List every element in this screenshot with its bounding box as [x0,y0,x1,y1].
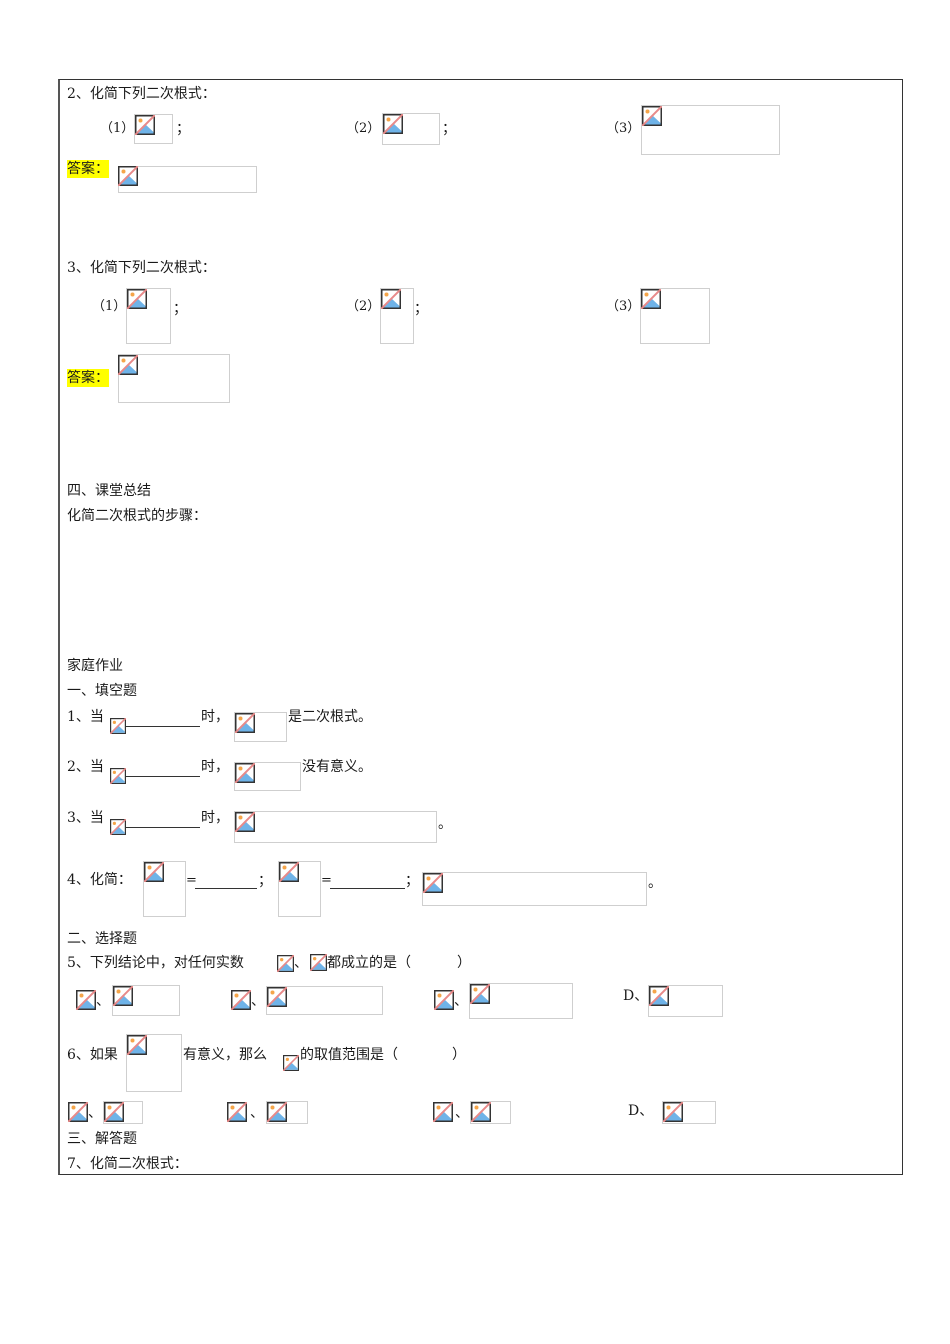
q6-option-b-sep: 、 [250,1105,264,1121]
broken-image-icon [471,1102,491,1122]
broken-image-icon [277,955,294,972]
q5-option-a-sep: 、 [96,993,110,1009]
q3-item1-suffix: ； [173,301,187,317]
q5-option-b-sep: 、 [251,993,265,1009]
hw-q1-mid: 时， [201,709,229,725]
broken-image-icon [235,763,255,783]
broken-image-icon [423,873,443,893]
q2-answer-image [118,166,257,193]
broken-image-icon [470,984,490,1004]
q3-item2-label: （2） [346,299,381,314]
hw-q3-suffix: 。 [438,816,452,832]
hw-q2-suffix: 没有意义。 [302,759,372,775]
q5-sep: 、 [294,955,308,971]
hw-q4-blank1[interactable] [195,874,257,889]
hw-q3-mid: 时， [201,810,229,826]
broken-image-icon [127,1035,147,1055]
broken-image-icon [663,1102,683,1122]
q2-item2-label: （2） [346,121,381,136]
hw-q2-blank[interactable] [126,762,200,777]
summary-heading: 四、课堂总结 [67,483,151,499]
hw-q4-eq1: = [186,873,197,888]
broken-image-icon [649,986,669,1006]
broken-image-icon [383,114,403,134]
q3-item3-label: （3） [606,299,641,314]
homework-heading: 家庭作业 [67,658,123,674]
broken-image-icon [110,819,126,835]
hw-q3-image [234,811,437,843]
hw-q1-suffix: 是二次根式。 [288,709,372,725]
broken-image-icon [279,862,299,882]
hw-q2-mid: 时， [201,759,229,775]
hw-q4-eq2: = [321,873,332,888]
q3-answer-label: 答案： [67,369,109,387]
q5-option-c-sep: 、 [454,993,468,1009]
broken-image-icon [641,289,661,309]
option-a-image-icon[interactable] [76,990,96,1010]
broken-image-icon [235,713,255,733]
hw-q1-blank[interactable] [126,712,200,727]
q2-item1-suffix: ； [176,121,190,137]
q6-option-d-letter[interactable]: D、 [628,1103,654,1119]
q3-title: 3、化简下列二次根式： [67,260,216,276]
broken-image-icon [267,1102,287,1122]
broken-image-icon [267,987,287,1007]
broken-image-icon [110,768,126,784]
fill-blank-heading: 一、填空题 [67,683,137,699]
q6-text-c: 的取值范围是（ [300,1047,398,1063]
q5-text-a: 5、下列结论中，对任何实数 [67,955,244,971]
hw-q3-prefix: 3、当 [67,810,104,826]
hw-q3-blank[interactable] [126,813,200,828]
broken-image-icon [110,718,126,734]
hw-q1-prefix: 1、当 [67,709,104,725]
broken-image-icon [144,862,164,882]
content-frame [58,79,903,1175]
option-a-image-icon[interactable] [68,1102,88,1122]
q7-text: 7、化简二次根式： [67,1156,188,1172]
broken-image-icon [113,986,133,1006]
broken-image-icon [118,166,138,186]
choice-heading: 二、选择题 [67,931,137,947]
hw-q4-sep1: ； [258,873,272,889]
option-c-image-icon[interactable] [433,1102,453,1122]
broken-image-icon [135,115,155,135]
hw-q4-prefix: 4、化简： [67,872,132,888]
option-b-image-icon[interactable] [231,990,251,1010]
q3-item1-label: （1） [92,299,127,314]
broken-image-icon [104,1102,124,1122]
broken-image-icon [283,1055,299,1071]
broken-image-icon [310,954,327,971]
summary-subheading: 化简二次根式的步骤： [67,508,207,524]
hw-q4-image3 [422,872,647,906]
q5-paren-close: ） [457,955,471,971]
q6-text-a: 6、如果 [67,1047,118,1063]
q5-option-d-letter[interactable]: D、 [623,988,649,1004]
broken-image-icon [642,106,662,126]
broken-image-icon [127,289,147,309]
q6-text-b: 有意义，那么 [183,1047,267,1063]
hw-q4-blank2[interactable] [330,874,405,889]
option-c-image-icon[interactable] [434,990,454,1010]
q6-paren-close: ） [452,1047,466,1063]
q2-item1-label: （1） [100,121,135,136]
q5-text-b: 都成立的是（ [327,955,411,971]
q2-item3-label: （3） [606,121,641,136]
option-b-image-icon[interactable] [227,1102,247,1122]
broken-image-icon [235,812,255,832]
hw-q4-sep2: ； [405,873,419,889]
broken-image-icon [381,289,401,309]
q2-title: 2、化简下列二次根式： [67,86,216,102]
q3-item2-suffix: ； [414,301,428,317]
hw-q2-prefix: 2、当 [67,759,104,775]
hw-q4-end: 。 [648,875,662,891]
broken-image-icon [118,355,138,375]
q2-item2-suffix: ； [442,121,456,137]
q6-option-c-sep: 、 [455,1105,469,1121]
q2-answer-label: 答案： [67,160,109,178]
answer-heading: 三、解答题 [67,1131,137,1147]
q6-option-a-sep: 、 [88,1105,102,1121]
q2-item3-image [641,105,780,155]
